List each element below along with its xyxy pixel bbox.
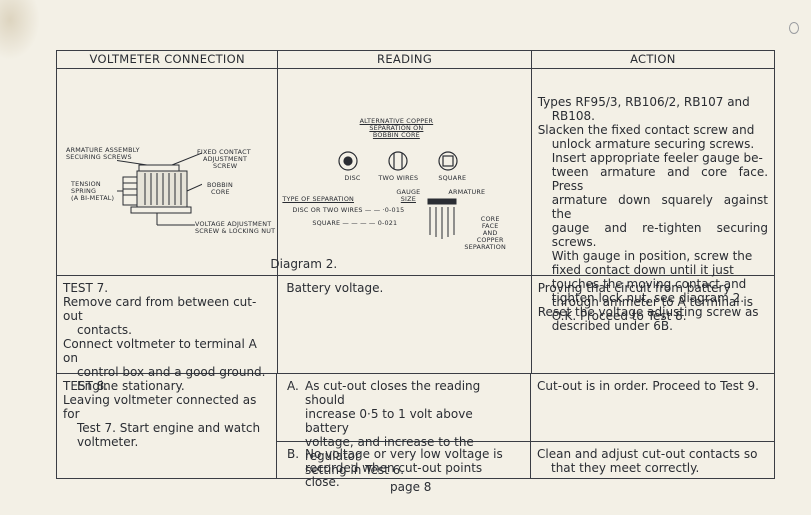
test8-connection: TEST 8. Leaving voltmeter connected as f… bbox=[57, 374, 277, 478]
diagram-row: ARMATURE ASSEMBLY SECURING SCREWS FIXED … bbox=[57, 69, 774, 333]
header-action: ACTION bbox=[630, 52, 676, 66]
label-disc-row: DISC OR TWO WIRES — — ·0-015 bbox=[292, 206, 405, 214]
diagram-caption: Diagram 2. bbox=[270, 257, 338, 271]
punch-hole-mark bbox=[789, 22, 799, 34]
regulator-drawing bbox=[117, 152, 202, 226]
label-tension-spring: TENSION SPRING (A BI-METAL) bbox=[71, 180, 115, 202]
test7-row: TEST 7. Remove card from between cut-out… bbox=[57, 276, 774, 393]
label-two-wires: TWO WIRES bbox=[378, 174, 419, 182]
separation-shapes bbox=[338, 151, 458, 171]
test8-subrows: A. As cut-out closes the reading should … bbox=[277, 374, 774, 489]
label-bobbin-core: BOBBIN CORE bbox=[207, 181, 233, 196]
test8-case-b: B. No voltage or very low voltage is rec… bbox=[277, 442, 774, 489]
label-armature-assembly: ARMATURE ASSEMBLY SECURING SCREWS bbox=[66, 146, 140, 161]
test8-action-a: Cut-out is in order. Proceed to Test 9. bbox=[537, 379, 759, 393]
header-reading: READING bbox=[278, 51, 532, 68]
test7-action: Proving that circuit from battery throug… bbox=[537, 281, 754, 323]
gauge-diagram-cell: ALTERNATIVE COPPER SEPARATION ON BOBBIN … bbox=[270, 69, 532, 275]
regulator-diagram-cell: ARMATURE ASSEMBLY SECURING SCREWS FIXED … bbox=[57, 69, 279, 275]
label-square: SQUARE bbox=[438, 174, 467, 182]
label-alternative-copper: ALTERNATIVE COPPER SEPARATION ON BOBBIN … bbox=[359, 117, 434, 139]
test7-connection: TEST 7. Remove card from between cut-out… bbox=[57, 276, 279, 393]
test8-reading-a: A. As cut-out closes the reading should … bbox=[277, 374, 531, 477]
label-gauge-size: GAUGE SIZE bbox=[396, 188, 421, 203]
test7-reading: Battery voltage. bbox=[278, 276, 532, 373]
header-voltmeter-connection: VOLTMETER CONNECTION bbox=[57, 51, 279, 68]
label-fixed-contact: FIXED CONTACT ADJUSTMENT SCREW bbox=[197, 148, 251, 170]
paper-stain bbox=[0, 0, 40, 60]
test8-row: TEST 8. Leaving voltmeter connected as f… bbox=[57, 374, 774, 489]
test8-reading-b: B. No voltage or very low voltage is rec… bbox=[277, 442, 531, 489]
table-header-row: VOLTMETER CONNECTION READING ACTION bbox=[57, 51, 774, 69]
action-gauge-procedure: Types RF95/3, RB106/2, RB107 and RB108. … bbox=[537, 95, 769, 333]
page-number: page 8 bbox=[390, 480, 432, 494]
label-core-face: CORE FACE AND COPPER SEPARATION bbox=[464, 215, 506, 251]
label-voltage-adjustment: VOLTAGE ADJUSTMENT SCREW & LOCKING NUT bbox=[195, 220, 276, 235]
label-type-of-separation: TYPE OF SEPARATION bbox=[282, 195, 355, 203]
label-disc: DISC bbox=[344, 174, 361, 182]
label-square-row: SQUARE — — — — 0-021 bbox=[312, 219, 398, 227]
core-face-drawing bbox=[427, 198, 457, 239]
label-armature: ARMATURE bbox=[448, 188, 486, 196]
test8-action-b: Clean and adjust cut-out contacts so tha… bbox=[537, 447, 758, 475]
diagnostic-table: VOLTMETER CONNECTION READING ACTION ARMA… bbox=[56, 50, 775, 489]
test8-case-a: A. As cut-out closes the reading should … bbox=[277, 374, 774, 477]
